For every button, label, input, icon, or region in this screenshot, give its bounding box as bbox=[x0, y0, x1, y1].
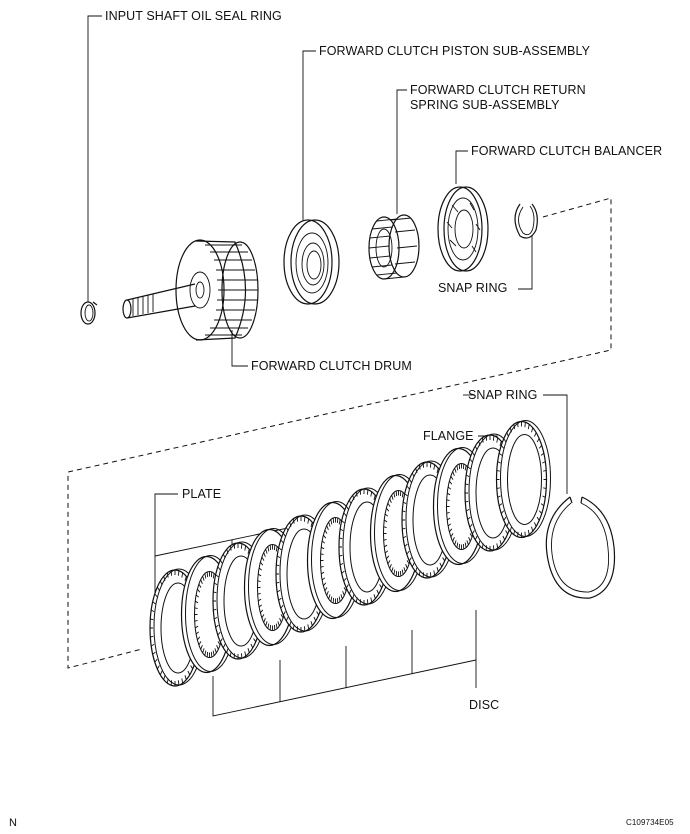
forward-clutch-piston-part bbox=[283, 219, 340, 305]
forward-clutch-drum-part bbox=[122, 239, 259, 341]
label-plate: PLATE bbox=[182, 487, 222, 501]
input-shaft-oil-seal-ring-part bbox=[80, 301, 98, 325]
label-snap-ring-lower: SNAP RING bbox=[468, 388, 538, 402]
forward-clutch-return-spring-part bbox=[368, 214, 420, 280]
label-forward-clutch-return-line2: SPRING SUB-ASSEMBLY bbox=[410, 98, 560, 112]
figure-code: C109734E05 bbox=[626, 818, 674, 827]
alignment-dashed-lines bbox=[67, 197, 612, 669]
flange-ring bbox=[495, 420, 551, 539]
corner-mark: N bbox=[9, 817, 18, 829]
label-flange: FLANGE bbox=[423, 429, 474, 443]
label-forward-clutch-piston: FORWARD CLUTCH PISTON SUB-ASSEMBLY bbox=[319, 44, 591, 58]
forward-clutch-balancer-part bbox=[437, 186, 489, 272]
snap-ring-lower-part bbox=[545, 496, 616, 599]
clutch-pack bbox=[149, 420, 551, 687]
snap-ring-upper-part bbox=[514, 203, 538, 239]
label-disc: DISC bbox=[469, 698, 500, 712]
label-forward-clutch-return-line1: FORWARD CLUTCH RETURN bbox=[410, 83, 586, 97]
label-forward-clutch-balancer: FORWARD CLUTCH BALANCER bbox=[471, 144, 663, 158]
label-forward-clutch-drum: FORWARD CLUTCH DRUM bbox=[251, 359, 412, 373]
leader-lines-upper bbox=[87, 15, 533, 367]
label-snap-ring-upper: SNAP RING bbox=[438, 281, 508, 295]
label-input-shaft-oil-seal-ring: INPUT SHAFT OIL SEAL RING bbox=[105, 9, 282, 23]
